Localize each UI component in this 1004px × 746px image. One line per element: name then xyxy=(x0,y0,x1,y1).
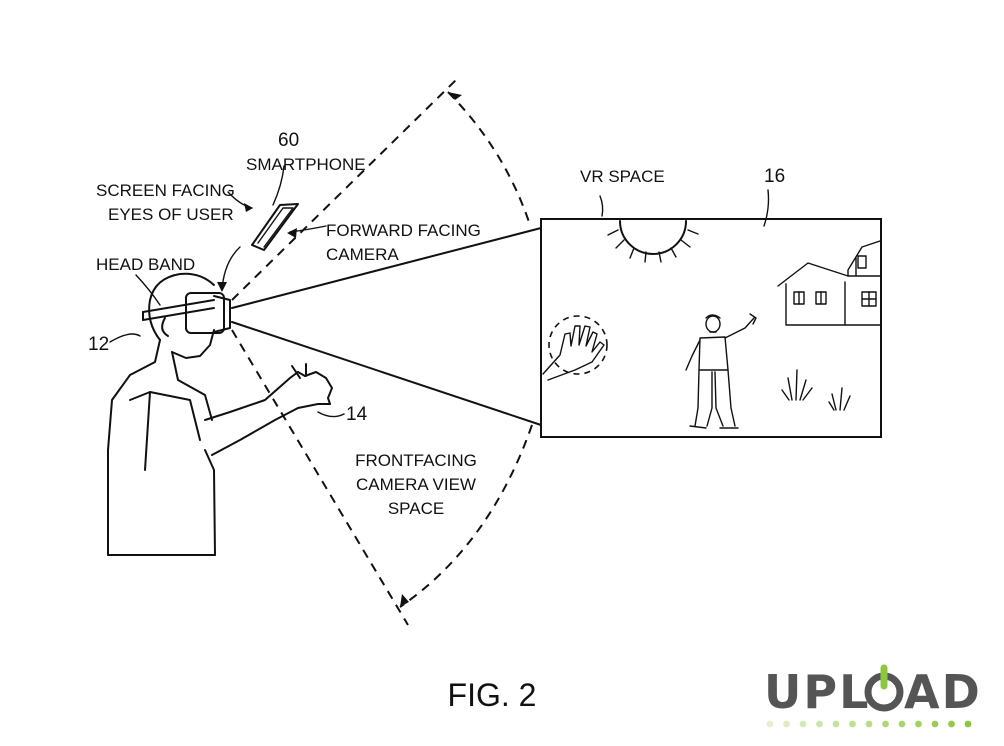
label-screen-facing-2: EYES OF USER xyxy=(108,205,234,224)
label-screen-facing-1: SCREEN FACING xyxy=(96,181,235,200)
logo-text-part1: UPL xyxy=(764,665,870,719)
logo-dot xyxy=(882,720,889,728)
arrow-to-screen-icon xyxy=(244,203,253,212)
arrow-to-goggles-icon xyxy=(217,282,227,292)
label-forward-camera-2: CAMERA xyxy=(326,245,399,264)
label-head-band: HEAD BAND xyxy=(96,255,195,274)
label-smartphone: SMARTPHONE xyxy=(246,155,366,174)
logo-dot xyxy=(964,720,972,728)
label-view-space-3: SPACE xyxy=(388,499,444,518)
smartphone-icon xyxy=(251,203,299,251)
house-icon xyxy=(777,240,881,326)
user-figure xyxy=(107,272,333,556)
fov-arrow-top-icon xyxy=(448,92,462,100)
logo-dot xyxy=(849,720,856,728)
logo-text-part2: AD xyxy=(904,665,982,719)
label-vr-number: 16 xyxy=(764,166,785,187)
logo-dot xyxy=(816,720,823,728)
virtual-hand-icon xyxy=(542,315,608,381)
camera-field-of-view xyxy=(231,77,542,626)
figure-caption: FIG. 2 xyxy=(448,677,537,713)
virtual-person-icon xyxy=(685,313,757,429)
label-hand-number: 14 xyxy=(346,404,368,425)
logo-dot xyxy=(898,720,906,728)
logo-dot xyxy=(948,720,955,728)
leader-lines xyxy=(109,165,770,418)
upload-logo: UPL AD xyxy=(764,664,982,728)
logo-dot xyxy=(799,720,807,728)
logo-power-icon xyxy=(864,664,904,712)
grass-icon xyxy=(781,369,851,411)
logo-dot xyxy=(783,720,790,728)
label-smartphone-number: 60 xyxy=(278,130,299,151)
label-view-space-1: FRONTFACING xyxy=(355,451,477,470)
logo-dot xyxy=(931,720,939,728)
logo-dot xyxy=(832,720,840,728)
fov-arrow-bottom-icon xyxy=(400,594,409,607)
logo-dots xyxy=(766,720,972,728)
logo-dot xyxy=(865,720,873,728)
vr-space-panel xyxy=(540,218,882,438)
sun-icon xyxy=(607,220,699,263)
label-user-number: 12 xyxy=(88,334,109,355)
label-forward-camera-1: FORWARD FACING xyxy=(326,221,481,240)
logo-dot xyxy=(766,720,774,728)
label-view-space-2: CAMERA VIEW xyxy=(356,475,476,494)
arrow-to-camera-icon xyxy=(287,228,297,238)
label-vr-space: VR SPACE xyxy=(580,167,665,186)
logo-dot xyxy=(915,720,922,728)
